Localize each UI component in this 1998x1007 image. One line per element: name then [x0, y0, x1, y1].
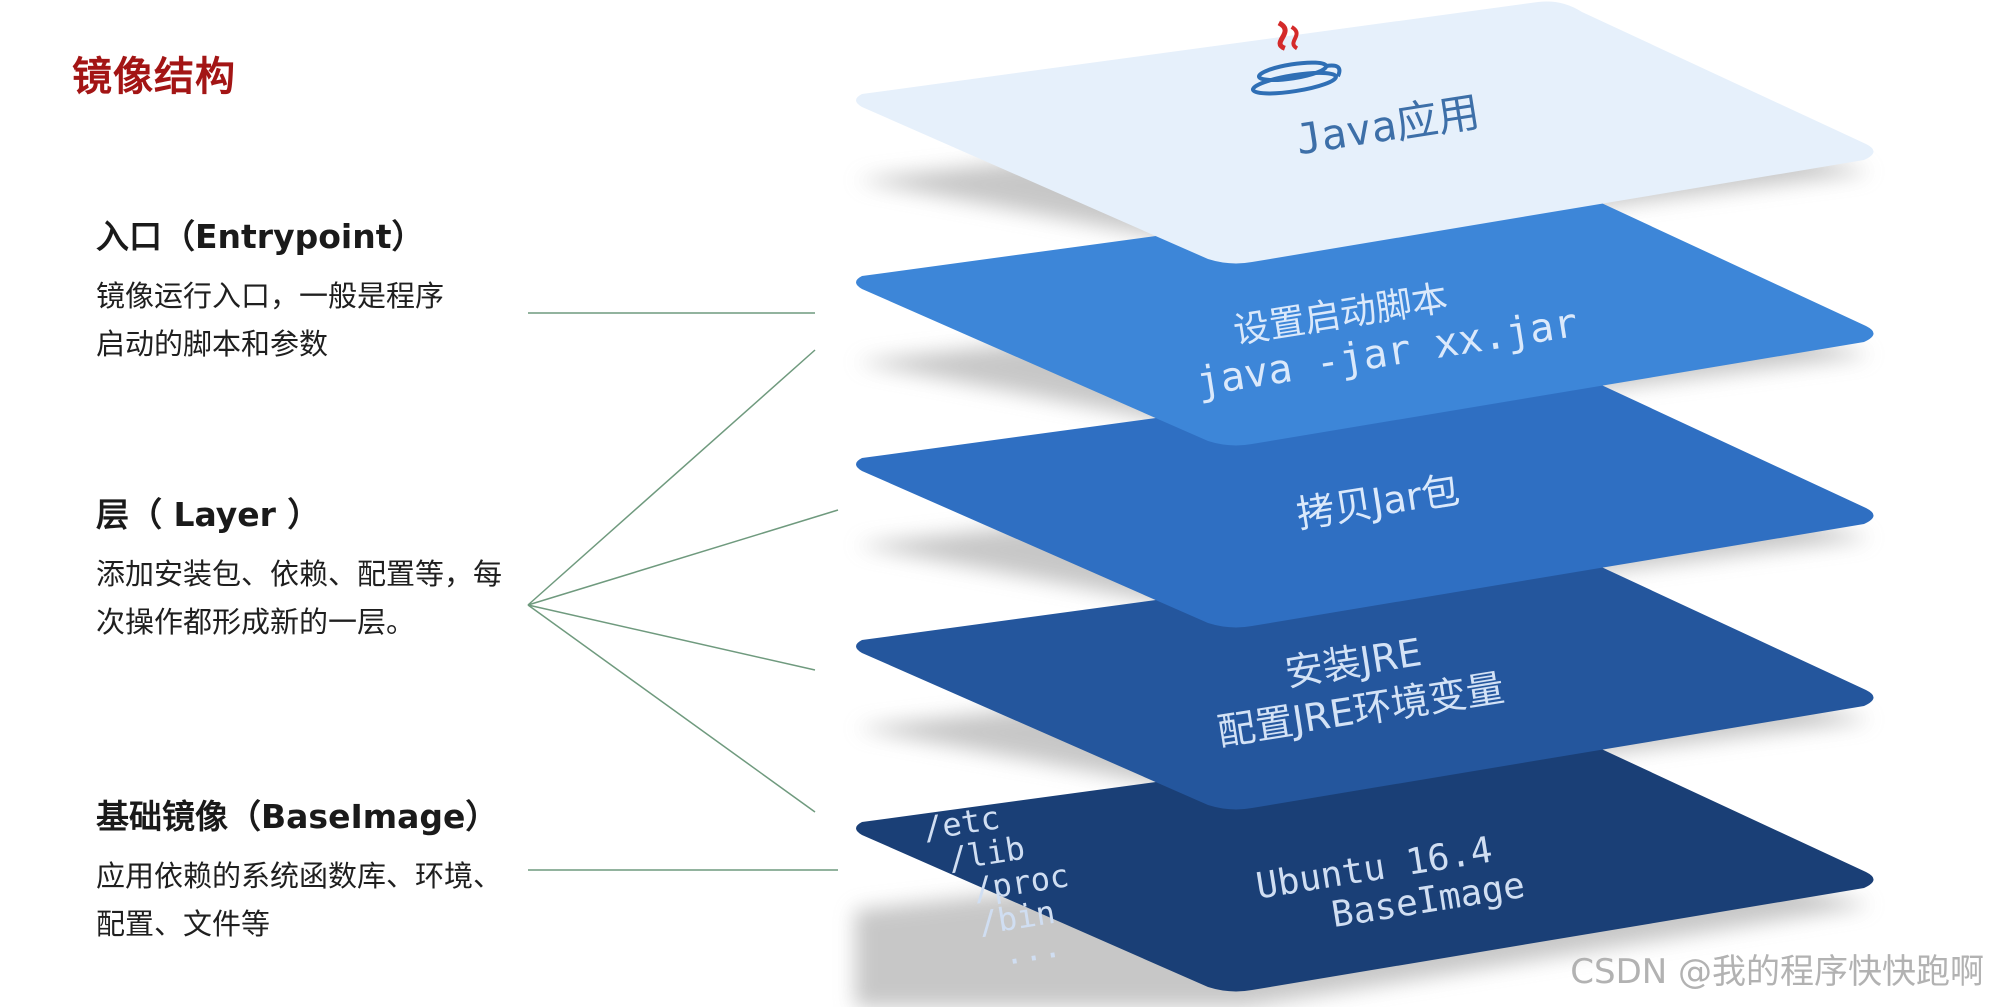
- connector-layer-4: [527, 604, 816, 813]
- entrypoint-desc: 镜像运行入口，一般是程序 启动的脚本和参数: [96, 272, 536, 368]
- connector-layer-1: [527, 349, 816, 606]
- layer-card-java-app: Java应用: [856, 1, 1874, 264]
- layer-card-copy-jar: 拷贝Jar包: [856, 365, 1874, 628]
- layer-desc-line2: 次操作都形成新的一层。: [96, 605, 416, 639]
- layer-card-startup: 设置启动脚本 java -jar xx.jar: [856, 183, 1874, 446]
- layer-block: 层（ Layer ） 添加安装包、依赖、配置等，每 次操作都形成新的一层。: [96, 488, 536, 646]
- layer-card-baseimage: /etc /lib /proc /bin ... Ubuntu 16.4 Bas…: [856, 729, 1874, 992]
- card-shape: [856, 365, 1874, 628]
- baseimage-heading: 基础镜像（BaseImage）: [96, 797, 499, 836]
- java-cup-icon: [1250, 20, 1342, 96]
- baseimage-desc: 应用依赖的系统函数库、环境、 配置、文件等: [96, 852, 536, 948]
- layer-desc: 添加安装包、依赖、配置等，每 次操作都形成新的一层。: [96, 550, 536, 646]
- layer-card-jre: 安装JRE 配置JRE环境变量: [856, 547, 1874, 810]
- baseimage-block: 基础镜像（BaseImage） 应用依赖的系统函数库、环境、 配置、文件等: [96, 790, 536, 948]
- card-shape: [856, 1, 1874, 264]
- path-ellipsis: ...: [1001, 926, 1064, 973]
- connector-layer-2: [527, 509, 839, 606]
- entrypoint-desc-line1: 镜像运行入口，一般是程序: [96, 279, 445, 313]
- card-shape: [856, 729, 1874, 992]
- watermark: CSDN @我的程序快快跑啊: [1570, 952, 1984, 992]
- layer-heading: 层（ Layer ）: [96, 495, 321, 534]
- entrypoint-block: 入口（Entrypoint） 镜像运行入口，一般是程序 启动的脚本和参数: [96, 210, 536, 368]
- baseimage-desc-line2: 配置、文件等: [96, 907, 271, 941]
- layer-desc-line1: 添加安装包、依赖、配置等，每: [96, 557, 503, 591]
- entrypoint-desc-line2: 启动的脚本和参数: [96, 327, 329, 361]
- entrypoint-heading: 入口（Entrypoint）: [96, 217, 425, 256]
- card-shape: [856, 183, 1874, 446]
- card-shape: [856, 547, 1874, 810]
- baseimage-desc-line1: 应用依赖的系统函数库、环境、: [96, 859, 503, 893]
- page-title: 镜像结构: [72, 54, 236, 100]
- connector-layer-3: [527, 604, 816, 671]
